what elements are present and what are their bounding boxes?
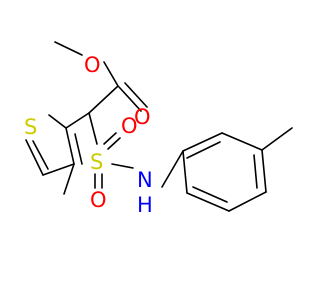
bond-sulfonyl-nitrogen xyxy=(111,163,134,169)
bond-benzene-5-6-double xyxy=(192,186,228,203)
bond-ester-oxygen-carbonyl-carbon xyxy=(103,61,119,87)
bond-ring-c4-c5 xyxy=(42,163,75,176)
bond-benzene-3-4-double xyxy=(253,154,258,189)
bond-benzene-6-1 xyxy=(182,150,188,194)
bond-sulfonyl-oxygen-upper-1 xyxy=(103,132,117,145)
atom-label-ester-oxygen: O xyxy=(84,53,101,77)
bond-benzene-4-5 xyxy=(228,191,267,212)
bond-benzene-5-6 xyxy=(186,192,230,212)
bond-para-methyl xyxy=(261,127,293,151)
bond-benzene-2-3 xyxy=(221,132,263,151)
bond-carbonyl-to-thiophene xyxy=(88,85,119,114)
bond-benzene-3-4 xyxy=(261,149,267,193)
atom-label-carbonyl-oxygen: O xyxy=(134,105,151,129)
bond-ring-c5-s-double xyxy=(32,140,49,170)
bond-ring-to-sulfonyl xyxy=(88,112,98,145)
bond-sulfonyl-oxygen-upper-2 xyxy=(107,137,121,150)
atom-label-sulfonyl-sulfur: S xyxy=(90,150,103,174)
atom-label-amine-hydrogen: H xyxy=(137,193,153,217)
bond-benzene-1-2-double xyxy=(186,141,221,159)
atom-label-sulfonyl-oxygen-upper: O xyxy=(121,114,138,138)
bond-ring-c3-c4-double xyxy=(74,133,83,165)
bond-ring-methyl xyxy=(63,163,75,195)
bond-ring-c3-c4 xyxy=(65,127,75,165)
bond-ring-s-c2 xyxy=(48,114,67,129)
molecule-diagram: O O S S O O N H xyxy=(24,41,293,217)
structure-canvas: O O S S O O N H xyxy=(24,41,293,217)
bond-carbonyl-double-1 xyxy=(118,86,142,112)
bond-benzene-1-2 xyxy=(182,132,223,152)
bond-carbonyl-double-2 xyxy=(124,82,148,108)
atom-label-amine-nitrogen: N xyxy=(137,168,153,192)
bond-methyl-ester-oxygen xyxy=(54,41,83,56)
atom-label-ring-sulfur: S xyxy=(24,115,37,139)
bond-ring-c2-c3 xyxy=(65,112,90,129)
atom-label-sulfonyl-oxygen-lower: O xyxy=(90,188,107,212)
bond-nitrogen-benzene xyxy=(161,150,184,188)
bond-ring-c5-s xyxy=(25,139,44,176)
